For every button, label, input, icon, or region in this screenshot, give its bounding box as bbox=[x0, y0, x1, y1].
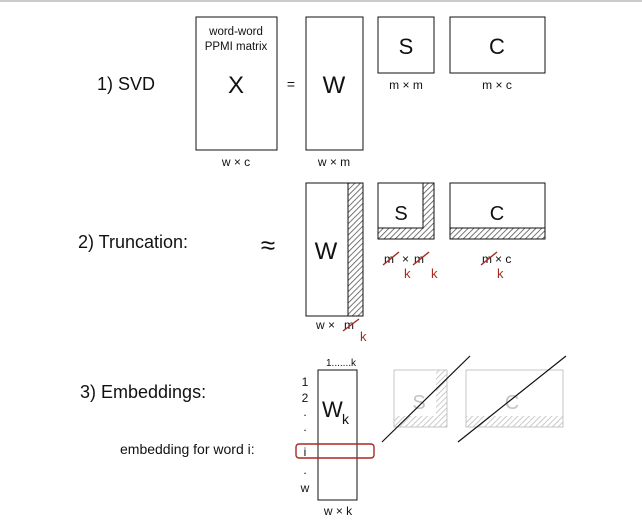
step3-label: 3) Embeddings: bbox=[80, 382, 206, 402]
s-truncation-edge bbox=[378, 183, 424, 229]
w-dims-m: m bbox=[344, 318, 354, 332]
faded-c-row-region bbox=[466, 416, 563, 427]
wk-matrix bbox=[317, 369, 358, 501]
w-matrix-truncated bbox=[305, 182, 364, 317]
s-matrix-truncated bbox=[377, 182, 435, 240]
wk-letter: W bbox=[322, 397, 343, 422]
row-dot-3: . bbox=[303, 463, 306, 477]
faded-s-col-region bbox=[436, 370, 447, 427]
c-matrix bbox=[449, 16, 546, 74]
s-matrix bbox=[377, 16, 435, 74]
row-dot-2: . bbox=[303, 420, 306, 434]
c-dims-m: m bbox=[482, 252, 492, 266]
step2-truncation: 2) Truncation: ≈ W w × m k S m × m k k C… bbox=[78, 182, 546, 344]
c-truncated-region bbox=[450, 228, 545, 239]
faded-c-letter: C bbox=[505, 392, 519, 414]
step3-embeddings: 3) Embeddings: 1.......k W k 1 2 . . i .… bbox=[80, 355, 567, 518]
s-matrix-dims: m × m bbox=[389, 78, 423, 92]
s-dims-x: × bbox=[402, 252, 409, 266]
c-strikethrough bbox=[457, 355, 567, 443]
step1-svd: 1) SVD word-word PPMI matrix X w × c = W… bbox=[97, 16, 546, 169]
c-dims-suffix: × c bbox=[495, 252, 511, 266]
wk-column-index: 1.......k bbox=[326, 358, 357, 369]
w-matrix-dims: w × m bbox=[317, 155, 350, 169]
approx-sign: ≈ bbox=[261, 230, 275, 260]
row-index-w: w bbox=[300, 481, 310, 495]
c-dims-k: k bbox=[497, 266, 504, 281]
s-strikethrough bbox=[381, 355, 471, 443]
faded-s-row-region bbox=[394, 416, 447, 427]
s-truncated-letter: S bbox=[394, 203, 407, 225]
wk-subscript: k bbox=[342, 411, 350, 427]
s-dims-k1: k bbox=[404, 266, 411, 281]
embedding-row-highlight bbox=[295, 443, 375, 459]
s-dims-m2-strike bbox=[412, 251, 430, 266]
equals-sign: = bbox=[287, 76, 295, 92]
w-dims-prefix: w × bbox=[315, 318, 335, 332]
w-truncated-region bbox=[348, 183, 363, 316]
c-truncated-letter: C bbox=[490, 203, 504, 225]
faded-c-matrix bbox=[465, 369, 564, 428]
x-matrix bbox=[195, 16, 278, 151]
s-matrix-letter: S bbox=[399, 34, 414, 59]
w-matrix bbox=[305, 16, 364, 151]
w-dims-m-strike bbox=[342, 318, 360, 332]
w-matrix-letter: W bbox=[323, 72, 346, 99]
step2-label: 2) Truncation: bbox=[78, 232, 188, 252]
w-truncated-letter: W bbox=[315, 238, 338, 265]
s-truncated-col-region bbox=[423, 183, 434, 239]
wk-dims: w × k bbox=[323, 504, 353, 518]
s-dims-m1: m bbox=[384, 252, 394, 266]
c-matrix-dims: m × c bbox=[482, 78, 512, 92]
c-matrix-letter: C bbox=[489, 34, 505, 59]
s-dims-k2: k bbox=[431, 266, 438, 281]
x-matrix-dims: w × c bbox=[221, 155, 250, 169]
x-matrix-letter: X bbox=[228, 72, 244, 99]
c-matrix-truncated bbox=[449, 182, 546, 240]
step1-label: 1) SVD bbox=[97, 74, 155, 94]
c-dims-m-strike bbox=[480, 251, 498, 266]
x-matrix-caption-line2: PPMI matrix bbox=[205, 41, 268, 53]
row-index-1: 1 bbox=[302, 375, 309, 389]
s-dims-m2: m bbox=[414, 252, 424, 266]
faded-s-matrix bbox=[393, 369, 448, 428]
row-dot-1: . bbox=[303, 405, 306, 419]
s-dims-m1-strike bbox=[382, 251, 400, 266]
row-index-2: 2 bbox=[302, 391, 309, 405]
x-matrix-caption-line1: word-word bbox=[208, 26, 263, 38]
w-dims-k: k bbox=[360, 329, 367, 344]
embedding-label: embedding for word i: bbox=[120, 441, 255, 457]
s-truncated-row-region bbox=[378, 228, 434, 239]
row-index-i: i bbox=[304, 445, 307, 459]
